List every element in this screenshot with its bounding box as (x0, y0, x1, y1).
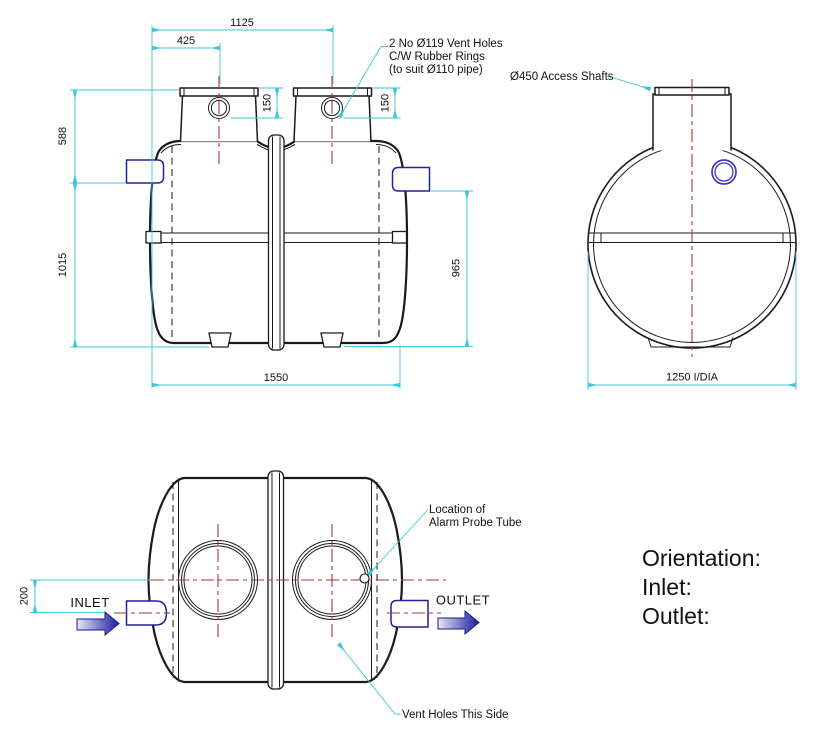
end-vent-hole-outer (711, 159, 737, 185)
inlet-pipe-stub-side (125, 159, 165, 184)
orientation-line2: Inlet: (642, 574, 692, 600)
outlet-pipe-stub-side (391, 166, 431, 192)
plan-vent-leader (336, 642, 401, 715)
dim-1550: 1550 (264, 372, 288, 384)
orientation-line1: Orientation: (642, 545, 761, 571)
vent-hole-1-inner (210, 99, 228, 117)
vent-note-line3: (to suit Ø110 pipe) (389, 64, 483, 76)
access-shaft-leader (606, 75, 652, 92)
inlet-flow-arrow (76, 610, 120, 637)
alarm-probe-tube (359, 573, 370, 584)
vent-note-line1: 2 No Ø119 Vent Holes (389, 38, 503, 50)
side-foot-left (208, 332, 232, 348)
dim-965: 965 (451, 259, 463, 277)
side-center-band (267, 134, 285, 351)
vent-note-line2: C/W Rubber Rings (389, 51, 485, 63)
side-wall-double-line-right (375, 144, 397, 154)
vent-hole-2-inner (323, 99, 341, 117)
side-dimensions (70, 25, 473, 389)
end-dimensions (587, 75, 797, 390)
dim-588: 588 (57, 127, 69, 145)
alarm-probe-leader (366, 509, 429, 576)
orientation-line3: Outlet: (642, 603, 710, 629)
vent-note-leader (337, 46, 388, 119)
alarm-note-line2: Alarm Probe Tube (429, 517, 522, 529)
inlet-label: INLET (70, 595, 109, 610)
plan-view: 200 INLET OUTLET Location of Alarm Probe… (19, 470, 522, 721)
dim-425: 425 (177, 35, 195, 47)
plan-dimensions (30, 509, 429, 715)
dim-1125: 1125 (230, 17, 254, 29)
dim-1015: 1015 (57, 253, 69, 277)
end-view: Ø450 Access Shafts 1250 I/DIA (510, 71, 797, 390)
dim-200: 200 (19, 587, 31, 605)
side-wall-double-line-left (160, 144, 182, 154)
side-foot-right (320, 332, 344, 348)
orientation-block: Orientation: Inlet: Outlet: (642, 545, 761, 629)
dim-1250-idia: 1250 I/DIA (666, 372, 719, 384)
plan-vent-note: Vent Holes This Side (402, 709, 509, 721)
side-view: 1125 425 588 1015 150 150 965 1550 2 No … (57, 17, 503, 389)
end-foot (647, 337, 734, 348)
dim-150-b: 150 (380, 94, 392, 112)
alarm-note-line1: Location of (429, 504, 486, 516)
outlet-flow-arrow (437, 609, 480, 636)
side-flange-tab-left (145, 230, 162, 244)
outlet-label: OUTLET (436, 593, 490, 608)
access-shaft-label: Ø450 Access Shafts (510, 71, 614, 83)
end-vent-hole-inner (714, 162, 734, 182)
side-flange-tab-right (391, 230, 408, 244)
outlet-pipe-stub-plan (390, 599, 429, 628)
dim-150-a: 150 (262, 94, 274, 112)
